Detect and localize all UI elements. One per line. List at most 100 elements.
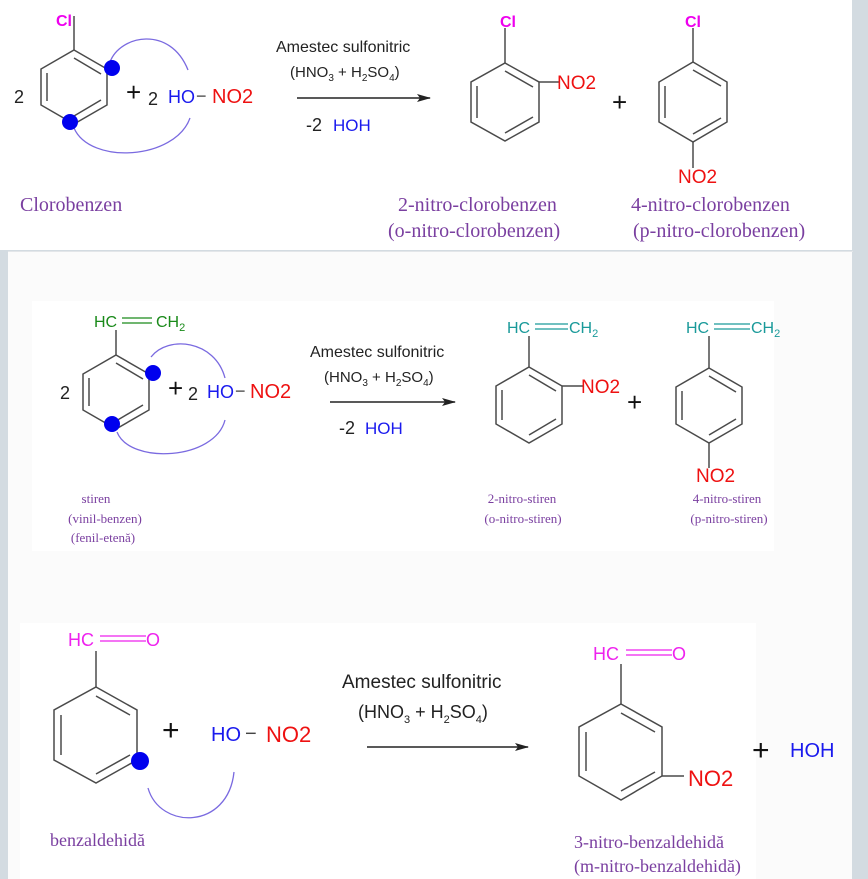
nitro-group: NO2 [212, 86, 253, 108]
product-common-name: (p-nitro-clorobenzen) [633, 220, 805, 242]
nitro-group: NO2 [678, 167, 717, 188]
benzene-ring-icon [658, 28, 728, 168]
reactant-name: benzaldehidă [50, 830, 145, 850]
bond-dash: − [196, 86, 207, 106]
nitro-group: NO2 [557, 73, 596, 94]
reaction-styrene: 2 HC CH2 stiren (vinil-benzen) (fenil-et… [60, 314, 780, 545]
product-common-name: (p-nitro-stiren) [690, 511, 767, 526]
reaction-conditions: Amestec sulfonitric (HNO3 + H2SO4) -2 HO… [276, 39, 431, 135]
product-common-name: (o-nitro-clorobenzen) [388, 220, 560, 242]
byproduct-coefficient: -2 [306, 115, 322, 135]
attack-arrow-curve [116, 419, 226, 455]
section-divider [8, 251, 853, 252]
product-name: 2-nitro-stiren [488, 491, 557, 506]
plus-sign: + [168, 373, 183, 403]
attack-arrow-curve [150, 343, 226, 379]
benzene-ring-icon [470, 28, 560, 142]
reagent-nitric-acid: + HO − NO2 [162, 714, 311, 747]
product-p-nitro-chlorobenzene: Cl NO2 4-nitro-clorobenzen (p-nitro-clor… [631, 14, 805, 242]
reaction-benzaldehyde: HC O benzaldehidă + HO − NO2 Ames [50, 630, 834, 877]
bond-dash: − [235, 381, 246, 401]
double-bond-icon [535, 323, 568, 330]
conditions-line1: Amestec sulfonitric [310, 344, 444, 361]
reactant-chlorobenzene: 2 Cl Clorobenzen [14, 13, 191, 216]
reactant-alt-name: (fenil-etenă) [71, 530, 135, 545]
vinyl-group: HC [507, 320, 530, 337]
plus-sign: + [752, 734, 770, 767]
product-common-name: (m-nitro-benzaldehidă) [574, 856, 741, 877]
reactant-coefficient: 2 [14, 87, 24, 107]
conditions-line1: Amestec sulfonitric [342, 672, 501, 693]
plus-sign: + [627, 387, 642, 417]
product-o-nitro-styrene: HC CH2 NO2 2-nitro-stiren (o-nitro-stire… [484, 320, 620, 526]
reaction-card-benzaldehyde [20, 623, 756, 879]
product-name: 3-nitro-benzaldehidă [574, 832, 724, 852]
aldehyde-oxygen: O [146, 630, 160, 650]
vinyl-group: HC [686, 320, 709, 337]
nitro-group: NO2 [688, 766, 733, 791]
plus-sign: + [126, 77, 141, 107]
product-o-nitro-chlorobenzene: Cl NO2 2-nitro-clorobenzen (o-nitro-clor… [388, 14, 596, 242]
conditions-line2: (HNO3 + H2SO4) [324, 369, 434, 389]
hydroxyl-group: HO [211, 724, 241, 746]
benzene-ring-icon [53, 651, 138, 784]
product-name: 4-nitro-stiren [693, 491, 762, 506]
aldehyde-group: HC [68, 630, 94, 650]
reagent-coefficient: 2 [148, 89, 158, 109]
vinyl-group-ch2: CH2 [751, 320, 780, 340]
chlorine-label: Cl [56, 13, 72, 30]
vinyl-group: HC [94, 314, 117, 331]
benzene-ring-icon [82, 330, 150, 430]
vinyl-group-ch2: CH2 [569, 320, 598, 340]
byproduct-water: HOH [790, 740, 834, 762]
byproduct-water: HOH [365, 419, 403, 438]
conditions-line2: (HNO3 + H2SO4) [290, 64, 400, 84]
nitro-group: NO2 [696, 466, 735, 487]
product-common-name: (o-nitro-stiren) [484, 511, 561, 526]
double-bond-icon [714, 323, 750, 330]
nitro-group: NO2 [581, 377, 620, 398]
benzene-ring-icon [675, 336, 743, 468]
benzene-ring-icon [40, 16, 108, 125]
aldehyde-group: HC [593, 644, 619, 664]
product-p-nitro-styrene: HC CH2 NO2 4-nitro-stiren (p-nitro-stire… [675, 320, 780, 526]
reaction-conditions: Amestec sulfonitric (HNO3 + H2SO4) -2 HO… [310, 344, 456, 438]
reaction-card-styrene [32, 301, 774, 551]
chlorine-label: Cl [500, 14, 516, 31]
conditions-line1: Amestec sulfonitric [276, 39, 410, 56]
product-m-nitro-benzaldehyde: HC O NO2 3-nitro-benzaldehidă (m-nitro-b… [574, 644, 741, 877]
double-bond-icon [626, 649, 672, 656]
reactive-site-dot [104, 416, 120, 432]
double-bond-icon [122, 317, 152, 324]
reactant-coefficient: 2 [60, 383, 70, 403]
reactant-name: stiren [82, 491, 111, 506]
reactive-site-dot [145, 365, 161, 381]
reaction-conditions: Amestec sulfonitric (HNO3 + H2SO4) [342, 672, 529, 751]
reactive-site-dot [62, 114, 78, 130]
plus-sign: + [162, 714, 180, 747]
reagent-nitric-acid: + 2 HO − NO2 [168, 373, 291, 404]
attack-arrow-curve [109, 38, 189, 71]
aldehyde-oxygen: O [672, 644, 686, 664]
reactant-name: Clorobenzen [20, 194, 122, 216]
product-name: 4-nitro-clorobenzen [631, 194, 790, 216]
product-name: 2-nitro-clorobenzen [398, 194, 557, 216]
nitro-group: NO2 [266, 722, 311, 747]
chlorine-label: Cl [685, 14, 701, 31]
conditions-line2: (HNO3 + H2SO4) [358, 702, 488, 726]
attack-arrow-curve [73, 117, 191, 154]
benzene-ring-icon [495, 336, 584, 444]
plus-sign: + [612, 87, 627, 117]
reactive-site-dot [131, 752, 149, 770]
attack-arrow-curve [147, 771, 235, 819]
hydroxyl-group: HO [207, 382, 234, 402]
reagent-nitric-acid: + 2 HO − NO2 [126, 77, 253, 109]
byproduct-coefficient: -2 [339, 418, 355, 438]
reactant-benzaldehyde: HC O benzaldehidă [50, 630, 235, 850]
byproduct-water: HOH [333, 116, 371, 135]
nitro-group: NO2 [250, 381, 291, 403]
hydroxyl-group: HO [168, 87, 195, 107]
bond-dash: − [245, 723, 257, 745]
benzene-ring-icon [578, 664, 684, 801]
